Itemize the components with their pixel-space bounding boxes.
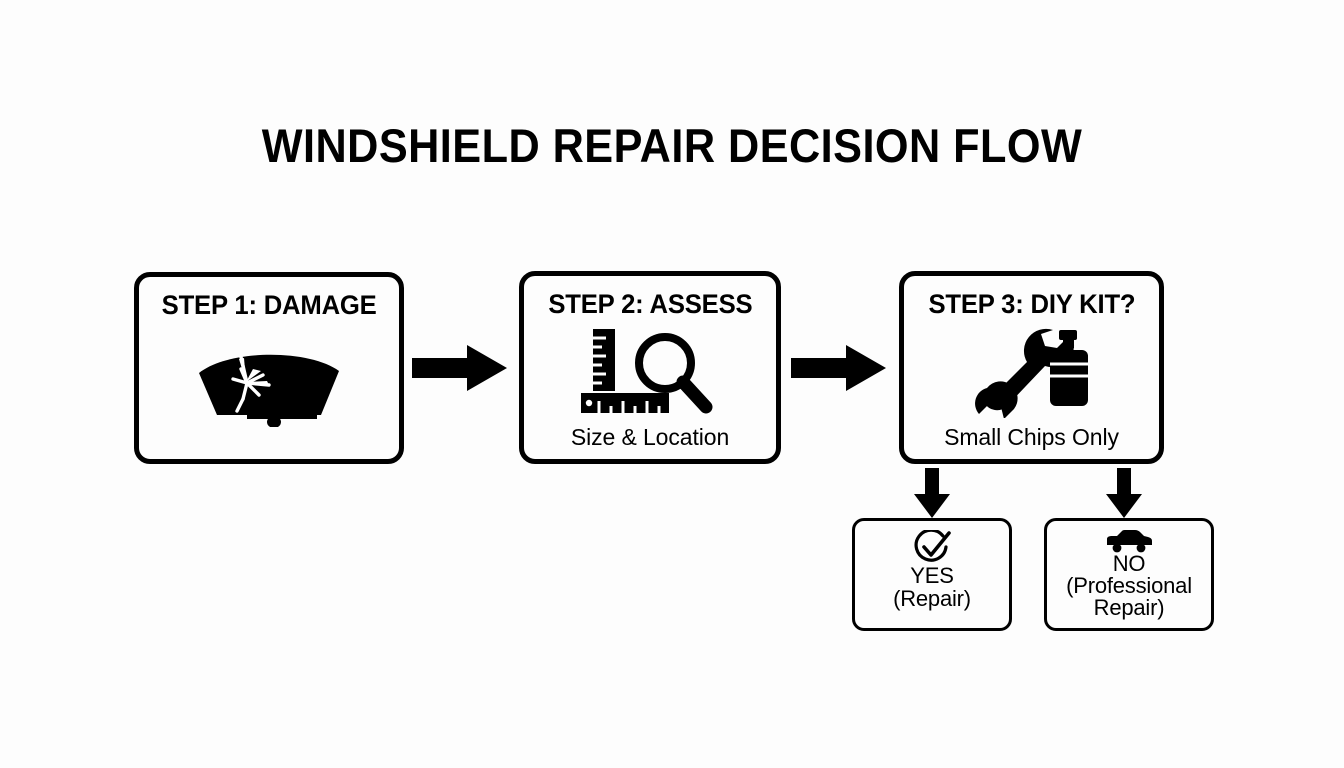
outcome-no-line2: (Professional	[1066, 572, 1192, 598]
arrow-right-icon	[791, 343, 886, 393]
step-1-title: STEP 1: DAMAGE	[161, 290, 377, 320]
wrench-resin-bottle-icon	[904, 318, 1159, 425]
outcome-no-line1: NO	[1112, 551, 1146, 576]
outcome-yes-line1: YES	[910, 563, 954, 588]
arrow-down-icon	[1105, 468, 1143, 518]
cracked-windshield-icon	[139, 319, 399, 449]
step-2-box[interactable]: STEP 2: ASSESS	[519, 271, 781, 464]
outcome-yes-line2: (Repair)	[893, 585, 971, 611]
outcome-no-box[interactable]: NO (Professional Repair)	[1044, 518, 1214, 631]
step-3-caption: Small Chips Only	[944, 423, 1119, 450]
page-title: WINDSHIELD REPAIR DECISION FLOW	[261, 119, 1083, 172]
outcome-yes-box[interactable]: YES (Repair)	[852, 518, 1012, 631]
ruler-magnifier-icon	[524, 318, 776, 425]
step-2-title: STEP 2: ASSESS	[547, 289, 753, 319]
step-3-title: STEP 3: DIY KIT?	[928, 289, 1135, 319]
arrow-down-icon	[913, 468, 951, 518]
car-icon	[1103, 528, 1155, 554]
arrow-right-icon	[412, 343, 507, 393]
step-1-box[interactable]: STEP 1: DAMAGE	[134, 272, 404, 464]
outcome-no-line3: Repair)	[1093, 594, 1165, 620]
step-2-caption: Size & Location	[570, 423, 730, 450]
check-circle-icon	[912, 530, 952, 565]
step-3-box[interactable]: STEP 3: DIY KIT? Small	[899, 271, 1164, 464]
